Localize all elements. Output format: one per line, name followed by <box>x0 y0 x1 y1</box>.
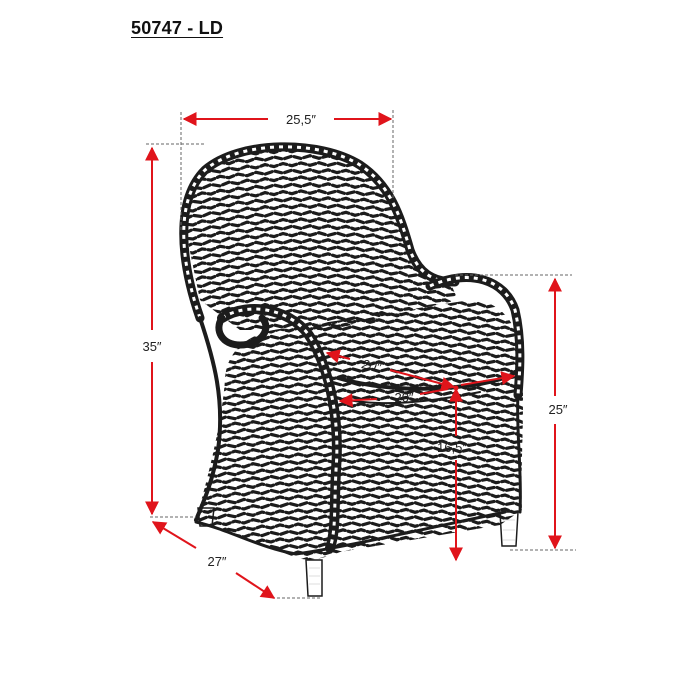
chair-body-weave <box>196 300 523 560</box>
seat-width-arrow-right <box>389 369 456 391</box>
height-label: 35″ <box>142 339 161 354</box>
dimension-guides <box>146 110 576 599</box>
seat-width-label: 20″ <box>360 356 383 375</box>
depth-label: 27″ <box>207 554 226 569</box>
depth-arrow-bottom <box>235 572 276 599</box>
seat-depth-arrow-right <box>460 371 516 386</box>
model-code-title: 50747 - LD <box>131 18 224 38</box>
chair-back-rim <box>179 142 460 323</box>
dimension-arrows <box>145 112 562 599</box>
depth-arrow-top <box>151 521 197 549</box>
seat-depth-arrow-left <box>338 393 378 408</box>
arm-height-label: 25″ <box>548 402 567 417</box>
seat-height-label: 16,5″ <box>437 440 467 455</box>
wicker-chair-drawing <box>179 142 525 597</box>
chair-arm-scroll <box>215 314 270 349</box>
seat-width-arrow-left <box>325 349 351 363</box>
chair-legs <box>197 507 519 597</box>
width-label: 25,5″ <box>286 112 316 127</box>
dimension-labels: 25,5″ 35″ 25″ 27″ 20″ 20″ 16,5″ <box>142 112 567 569</box>
seat-depth-label: 20″ <box>394 390 413 405</box>
